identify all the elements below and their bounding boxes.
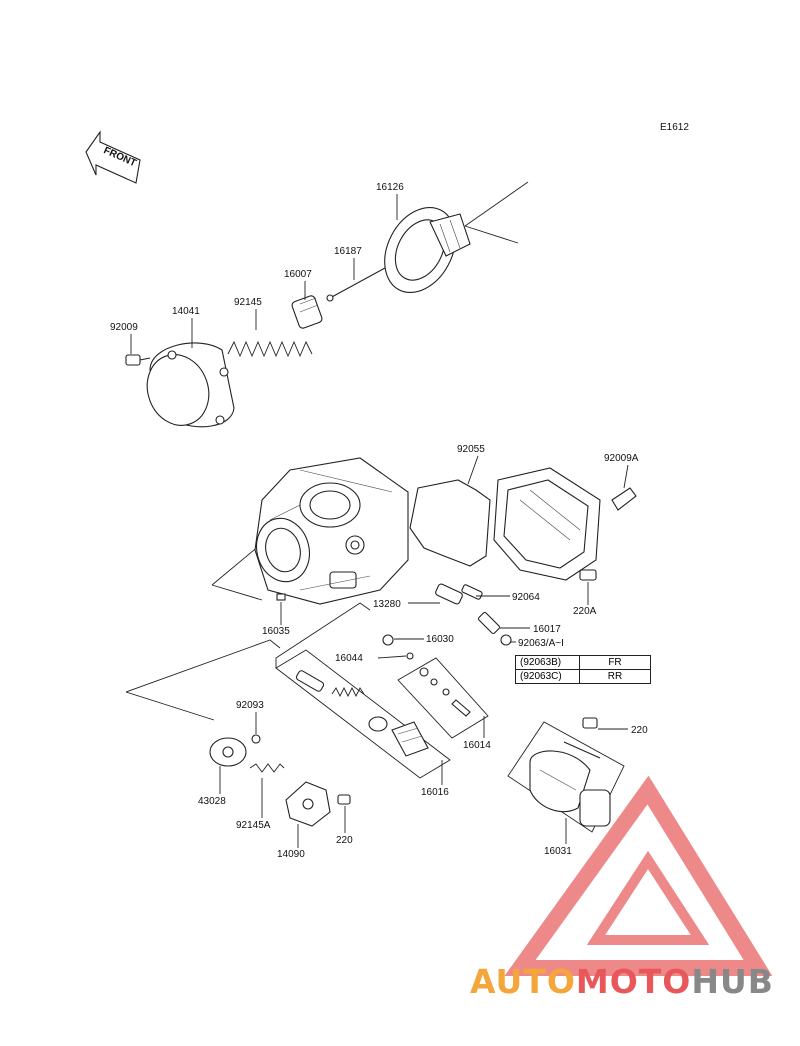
vacuum-piston-diaphragm <box>384 181 529 294</box>
label-16017: 16017 <box>533 624 561 635</box>
watermark-part-1: AUTO <box>470 962 576 1001</box>
sensor-screw <box>582 717 598 729</box>
variant-table: (92063B) FR (92063C) RR <box>515 655 651 684</box>
pump-cover <box>285 781 331 827</box>
diaphragm-spring <box>249 763 285 773</box>
pump-screw <box>337 794 351 805</box>
label-13280: 13280 <box>373 599 401 610</box>
label-43028: 43028 <box>198 796 226 807</box>
label-16031: 16031 <box>544 846 572 857</box>
label-220A: 220A <box>573 606 597 617</box>
carburetor-body <box>211 457 409 605</box>
variant-code: (92063B) <box>515 655 580 670</box>
label-16126: 16126 <box>376 182 404 193</box>
label-92055: 92055 <box>457 444 485 455</box>
label-16044: 16044 <box>335 653 363 664</box>
drain-screw <box>579 569 597 581</box>
watermark-text: AUTOMOTOHUB <box>470 962 774 1001</box>
top-cover <box>146 342 235 428</box>
front-arrow-icon: FRONT <box>85 130 141 184</box>
label-16014: 16014 <box>463 740 491 751</box>
label-92009A: 92009A <box>604 453 639 464</box>
label-16187: 16187 <box>334 246 362 257</box>
label-92145: 92145 <box>234 297 262 308</box>
label-16030: 16030 <box>426 634 454 645</box>
o-ring-small <box>251 734 261 744</box>
watermark-part-3: HUB <box>691 962 774 1001</box>
variant-location: FR <box>579 655 651 670</box>
diagram-code: E1612 <box>660 122 689 133</box>
jet-needle <box>326 267 386 302</box>
table-row: (92063C) RR <box>515 669 651 684</box>
cover-screw <box>125 354 151 366</box>
piston-spring <box>227 340 313 358</box>
label-92064: 92064 <box>512 592 540 603</box>
variant-code: (92063C) <box>515 669 580 684</box>
small-parts <box>276 593 414 660</box>
pilot-screw-kit <box>397 657 489 739</box>
label-14041: 14041 <box>172 306 200 317</box>
watermark-triangle-logo <box>504 775 773 976</box>
accelerator-diaphragm <box>209 737 247 767</box>
label-92145A: 92145A <box>236 820 271 831</box>
label-16035: 16035 <box>262 626 290 637</box>
label-92093: 92093 <box>236 700 264 711</box>
label-16016: 16016 <box>421 787 449 798</box>
label-220-right: 220 <box>631 725 648 736</box>
float-chamber-gasket <box>409 479 491 567</box>
label-92009: 92009 <box>110 322 138 333</box>
needle-holder <box>291 295 323 329</box>
label-92063AI: 92063/A~I <box>518 638 564 649</box>
throttle-sensor-kit <box>507 721 625 833</box>
watermark-part-2: MOTO <box>575 962 692 1001</box>
table-row: (92063B) FR <box>515 655 651 670</box>
choke-plunger-kit <box>275 602 451 779</box>
chamber-screw <box>611 487 637 511</box>
variant-location: RR <box>579 669 651 684</box>
accelerator-pump-leaders <box>125 639 281 721</box>
float-chamber <box>493 467 601 581</box>
label-16007: 16007 <box>284 269 312 280</box>
label-14090: 14090 <box>277 849 305 860</box>
label-220-bottom: 220 <box>336 835 353 846</box>
